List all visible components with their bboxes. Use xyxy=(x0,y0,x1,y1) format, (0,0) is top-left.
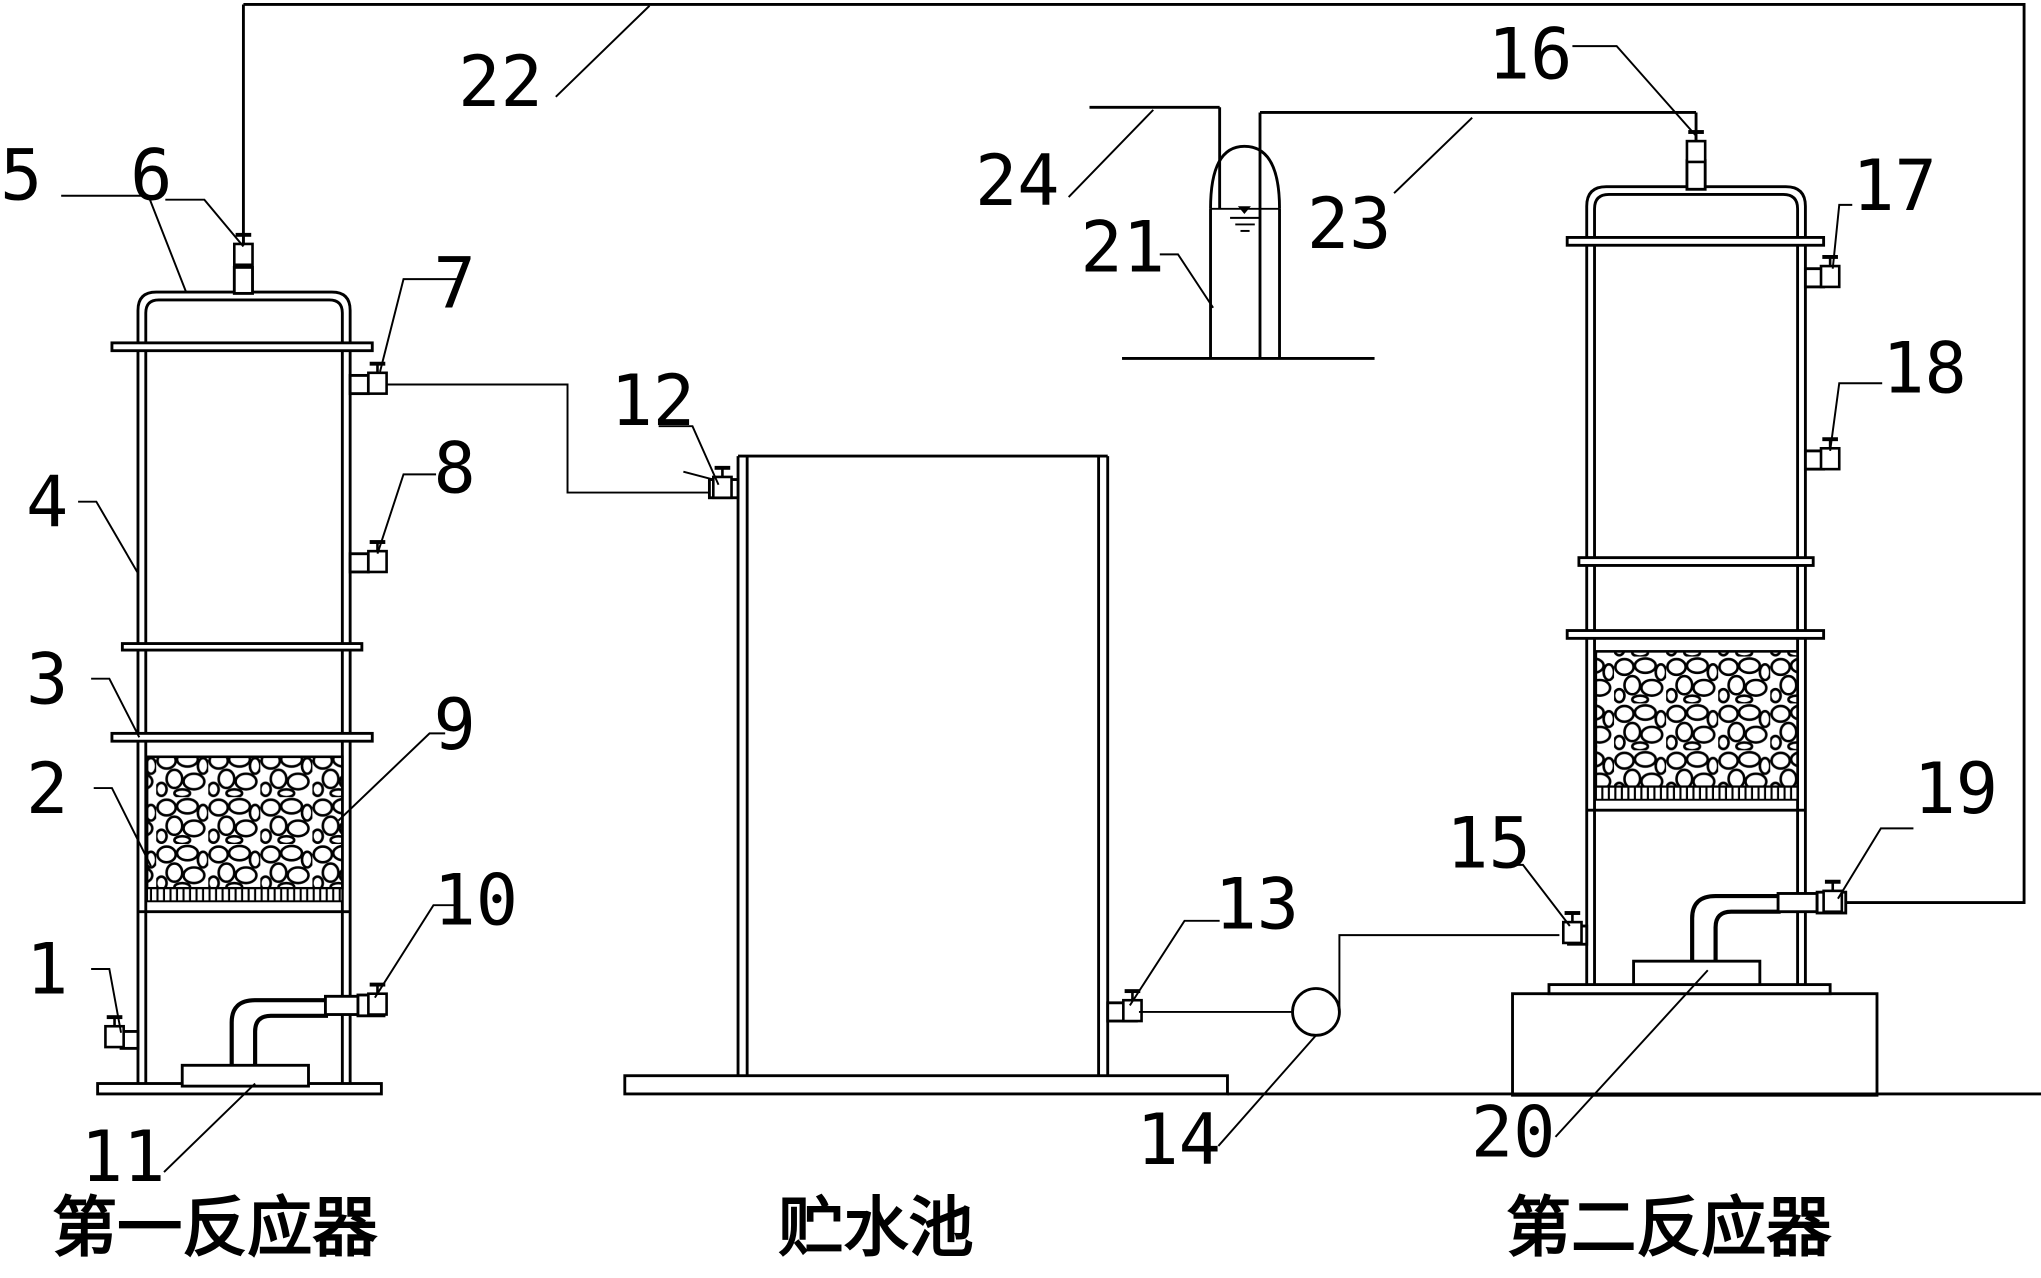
reactor2-packing-media xyxy=(1594,650,1799,789)
pipe-pump-to-15 xyxy=(1338,934,1560,1012)
label-4: 4 xyxy=(26,461,68,543)
label-8: 8 xyxy=(433,428,475,510)
reactor2-wall xyxy=(1585,185,1807,985)
part-number-labels: 1 2 3 4 5 6 7 8 9 10 11 12 13 14 15 16 1… xyxy=(0,14,1998,1199)
label-15: 15 xyxy=(1446,802,1531,884)
reactor2-concrete-base xyxy=(1511,992,1879,1097)
reactor1-wall xyxy=(136,290,352,1084)
reactor1-mid-flange xyxy=(120,642,364,652)
reactor1-bottom-device xyxy=(180,1063,310,1088)
water-tank xyxy=(623,454,1229,1096)
label-1: 1 xyxy=(26,929,68,1011)
gas-collector-21 xyxy=(1089,105,1697,360)
reactor1-lower-flange xyxy=(110,731,374,743)
label-2: 2 xyxy=(26,748,68,830)
label-22: 22 xyxy=(458,41,543,123)
label-17: 17 xyxy=(1852,145,1937,227)
label-9: 9 xyxy=(433,684,475,766)
label-13: 13 xyxy=(1214,864,1299,946)
reactor2-inlet-pipe xyxy=(1690,893,1781,962)
reactor2-top-flange xyxy=(1565,236,1826,247)
leader-lines xyxy=(61,5,1914,1173)
first-reactor xyxy=(96,4,389,1096)
label-12: 12 xyxy=(610,360,695,442)
label-16: 16 xyxy=(1488,14,1573,96)
caption-second-reactor: 第二反应器 xyxy=(1506,1191,1832,1266)
label-24: 24 xyxy=(975,140,1060,222)
pipe-7-to-12 xyxy=(386,383,710,494)
caption-water-tank: 贮水池 xyxy=(778,1191,973,1266)
label-18: 18 xyxy=(1882,327,1967,409)
reactor2-mid-flange xyxy=(1577,556,1815,567)
pump-14 xyxy=(1291,987,1341,1037)
label-23: 23 xyxy=(1307,183,1392,265)
label-19: 19 xyxy=(1913,748,1998,830)
label-14: 14 xyxy=(1136,1099,1221,1181)
label-21: 21 xyxy=(1080,206,1165,288)
caption-first-reactor: 第一反应器 xyxy=(52,1191,378,1266)
reactor1-top-flange xyxy=(110,341,374,353)
label-10: 10 xyxy=(433,860,518,942)
label-20: 20 xyxy=(1471,1091,1556,1173)
tank-base-plate xyxy=(623,1074,1229,1096)
reactor2-bottom-device xyxy=(1632,959,1762,987)
label-6: 6 xyxy=(130,135,172,217)
reactor1-support-grate xyxy=(146,887,344,903)
label-11: 11 xyxy=(81,1116,166,1198)
label-7: 7 xyxy=(433,243,475,325)
reactor1-inlet-pipe xyxy=(229,998,329,1066)
label-5: 5 xyxy=(0,135,42,217)
reactor2-lower-flange xyxy=(1565,629,1826,640)
reactor2-support-grate xyxy=(1594,785,1799,801)
reactor1-packing-media xyxy=(145,755,344,890)
label-3: 3 xyxy=(26,638,68,720)
second-reactor xyxy=(1511,112,1879,1097)
